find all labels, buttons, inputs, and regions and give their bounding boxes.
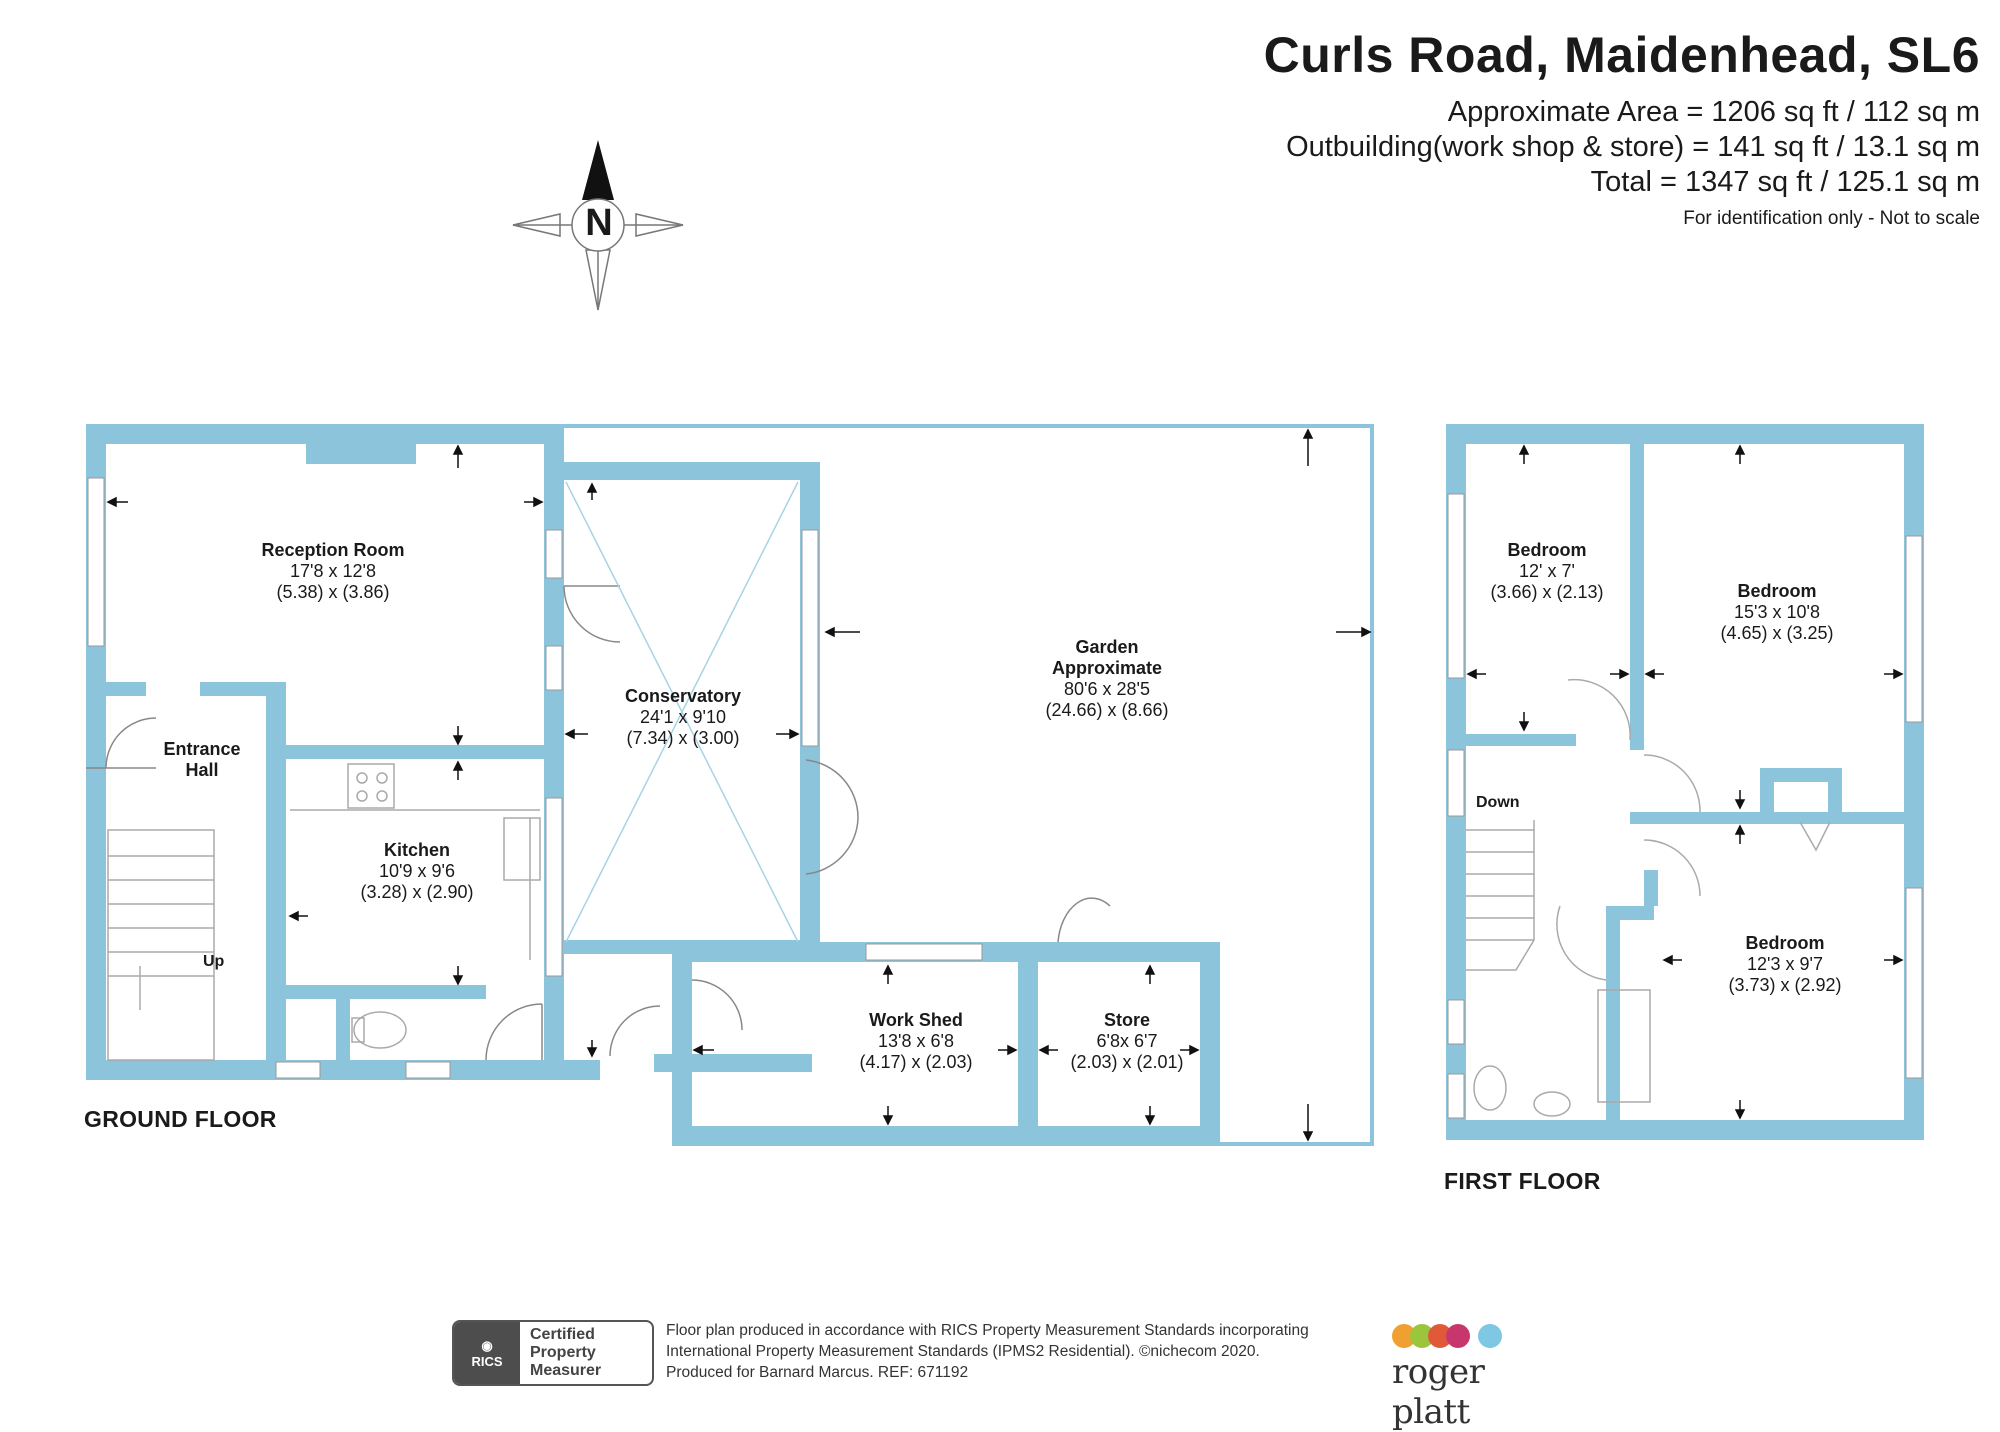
agent-brand-logo: roger platt — [1392, 1324, 1562, 1432]
rics-certified-badge: ◉ RICS Certified Property Measurer — [452, 1320, 654, 1386]
fixtures-ground-floor — [107, 763, 541, 1061]
fixtures-first-floor — [1466, 678, 1831, 1117]
stairs-up-label: Up — [203, 953, 225, 970]
rics-badge-text: Certified Property Measurer — [530, 1326, 602, 1379]
stairs-down-label: Down — [1476, 794, 1520, 811]
approximate-area: Approximate Area = 1206 sq ft / 112 sq m — [1447, 96, 1980, 128]
outbuilding-area: Outbuilding(work shop & store) = 141 sq … — [1286, 131, 1980, 163]
conservatory-glazing-lines — [565, 481, 799, 943]
room-label-bedroom-2: Bedroom 15'3 x 10'8 (4.65) x (3.25) — [1720, 581, 1834, 643]
room-label-conservatory: Conservatory 24'1 x 9'10 (7.34) x (3.00) — [624, 686, 742, 748]
ground-floor-label: GROUND FLOOR — [84, 1106, 277, 1132]
walls-first-floor — [1446, 424, 1924, 1140]
disclaimer: For identification only - Not to scale — [1683, 208, 1980, 229]
room-label-entrance-hall: Entrance Hall — [163, 739, 241, 780]
windows-ground-floor — [87, 477, 983, 1079]
page-title: Curls Road, Maidenhead, SL6 — [1263, 27, 1980, 83]
room-label-work-shed: Work Shed 13'8 x 6'8 (4.17) x (2.03) — [859, 1010, 973, 1072]
brand-dot — [1446, 1324, 1470, 1348]
room-label-kitchen: Kitchen 10'9 x 9'6 (3.28) x (2.90) — [360, 840, 474, 902]
lion-icon: ◉ — [481, 1337, 493, 1353]
compass-rose-icon — [512, 140, 684, 311]
footer-note: Floor plan produced in accordance with R… — [666, 1322, 1309, 1381]
room-label-bedroom-1: Bedroom 12' x 7' (3.66) x (2.13) — [1490, 540, 1604, 602]
total-area: Total = 1347 sq ft / 125.1 sq m — [1590, 166, 1980, 198]
brand-dots-icon — [1392, 1324, 1562, 1350]
room-label-garden: Garden Approximate 80'6 x 28'5 (24.66) x… — [1045, 637, 1169, 720]
dimension-arrows — [106, 428, 1904, 1142]
windows-first-floor — [1447, 493, 1923, 1119]
doors-ground-floor — [86, 585, 1111, 1061]
room-label-store: Store 6'8x 6'7 (2.03) x (2.01) — [1070, 1010, 1184, 1072]
compass-north-label: N — [585, 202, 613, 244]
rics-logo: ◉ RICS — [454, 1322, 520, 1384]
room-label-reception: Reception Room 17'8 x 12'8 (5.38) x (3.8… — [261, 540, 405, 602]
room-label-bedroom-3: Bedroom 12'3 x 9'7 (3.73) x (2.92) — [1728, 933, 1842, 995]
walls-ground-floor — [86, 424, 1220, 1146]
garden-boundary — [564, 424, 1374, 1146]
first-floor-label: FIRST FLOOR — [1444, 1168, 1601, 1194]
brand-dot — [1478, 1324, 1502, 1348]
